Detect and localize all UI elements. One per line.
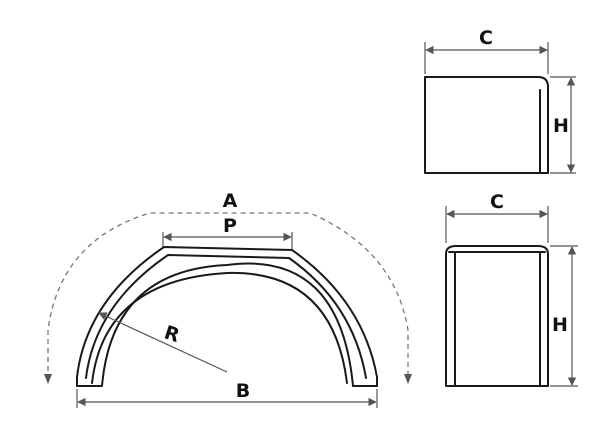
label-r: R	[161, 322, 182, 348]
label-c-bottom: C	[490, 191, 504, 213]
label-a: A	[223, 190, 238, 212]
profile-top: C H	[424, 27, 576, 174]
label-c-top: C	[479, 27, 493, 49]
fender-outer-outline	[76, 246, 378, 387]
fender-inner-rim-line	[91, 271, 348, 384]
label-b: B	[236, 380, 250, 402]
r-radius-line	[98, 312, 228, 373]
fender-outer-rim-line	[85, 254, 367, 379]
mudguard-side-view: A P R B	[44, 190, 412, 408]
label-p: P	[223, 215, 237, 237]
profile-bottom: C H	[445, 191, 578, 387]
a-dashed-arc	[47, 212, 409, 380]
a-arc-arrow-right	[404, 374, 412, 384]
label-h-bottom: H	[552, 314, 568, 336]
profile-bottom-outline	[445, 245, 549, 387]
profile-top-outline	[424, 76, 549, 174]
label-h-top: H	[553, 115, 569, 137]
a-arc-arrow-left	[44, 374, 52, 384]
